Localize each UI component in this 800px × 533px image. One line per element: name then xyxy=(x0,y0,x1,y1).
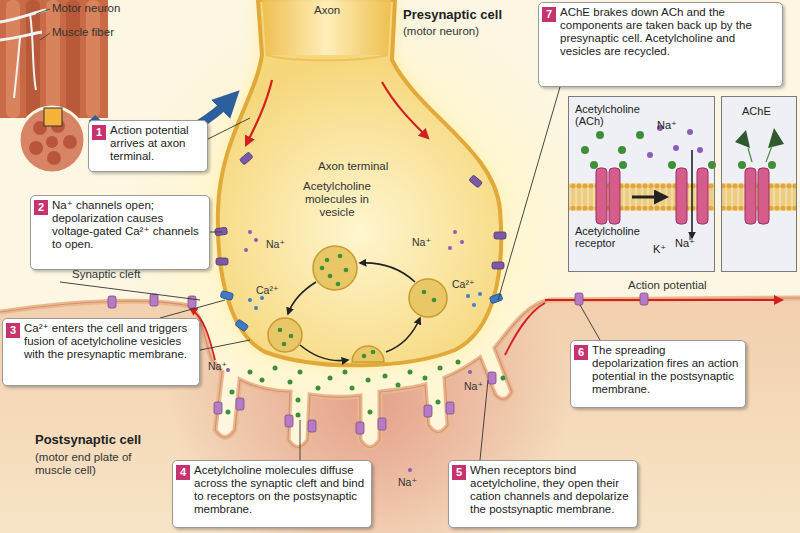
callout-number: 6 xyxy=(574,345,588,360)
ion-label: Na⁺ xyxy=(266,238,296,251)
ion-label: Ca²⁺ xyxy=(452,278,486,291)
callout-number: 2 xyxy=(34,200,48,215)
part-label: Synaptic cleft xyxy=(72,268,172,281)
part-label: Action potential xyxy=(628,279,738,292)
callout-text: Na⁺ channels open; depolarization causes… xyxy=(52,199,204,251)
inset-label: Acetylcholine (ACh) xyxy=(575,103,655,127)
inset-panel: Acetylcholine (ACh)Na⁺Acetylcholine rece… xyxy=(568,96,715,272)
callout-number: 4 xyxy=(176,465,190,480)
ion-label: Na⁺ xyxy=(412,236,442,249)
part-label: Axon terminal xyxy=(318,160,408,173)
callout-text: Ca²⁺ enters the cell and triggers fusion… xyxy=(24,322,194,361)
callout-box: 5 When receptors bind acetylcholine, they… xyxy=(448,460,638,528)
inset-label: Acetylcholine receptor xyxy=(575,225,655,249)
part-label: (motor end plate of muscle cell) xyxy=(35,451,145,477)
inset-label: Na⁺ xyxy=(657,119,687,131)
ion-label: Na⁺ xyxy=(464,380,494,393)
callout-number: 7 xyxy=(542,7,556,22)
callout-text: When receptors bind acetylcholine, they … xyxy=(470,464,632,516)
part-label: Motor neuron xyxy=(52,2,142,15)
part-label: Muscle fiber xyxy=(52,26,142,39)
part-label: Acetylcholine molecules in vesicle xyxy=(296,180,378,219)
callout-box: 6 The spreading depolarization fires an a… xyxy=(570,340,746,408)
ion-label: Ca²⁺ xyxy=(256,284,290,297)
callout-box: 1 Action potential arrives at axon termin… xyxy=(88,120,208,172)
inset-panel: AChE xyxy=(721,96,797,272)
callout-box: 4 Acetylcholine molecules diffuse across … xyxy=(172,460,372,528)
inset-label: AChE xyxy=(742,105,792,117)
callout-number: 1 xyxy=(92,125,106,140)
part-label: (motor neuron) xyxy=(403,25,523,38)
callout-number: 5 xyxy=(452,465,466,480)
part-label: Axon xyxy=(314,4,354,17)
callout-text: AChE brakes down ACh and the components … xyxy=(560,6,777,58)
callout-number: 3 xyxy=(6,323,20,338)
callout-text: Action potential arrives at axon termina… xyxy=(110,124,202,163)
inset-label: K⁺ xyxy=(653,243,673,255)
callout-box: 7 AChE brakes down ACh and the components… xyxy=(538,2,783,87)
ion-label: Na⁺ xyxy=(208,360,238,373)
callout-text: Acetylcholine molecules diffuse across t… xyxy=(194,464,366,516)
ion-label: Na⁺ xyxy=(398,476,428,489)
inset-label: Na⁺ xyxy=(675,237,705,249)
part-label: Presynaptic cell xyxy=(403,8,543,21)
part-label: Postsynaptic cell xyxy=(35,433,175,446)
callout-box: 3 Ca²⁺ enters the cell and triggers fusio… xyxy=(2,318,200,386)
callout-box: 2 Na⁺ channels open; depolarization cause… xyxy=(30,195,210,270)
callout-text: The spreading depolarization fires an ac… xyxy=(592,344,740,396)
